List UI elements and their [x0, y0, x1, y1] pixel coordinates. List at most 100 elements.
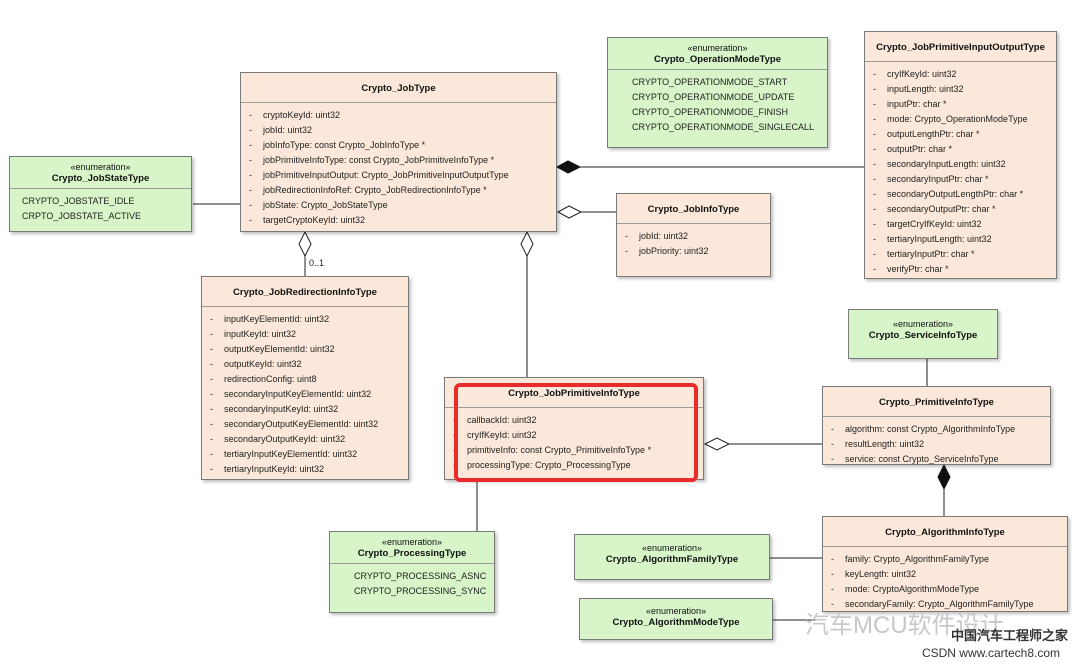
- class-title: Crypto_AlgorithmFamilyType: [605, 554, 739, 565]
- class-attributes: -inputKeyElementId: uint32 -inputKeyId: …: [202, 307, 408, 481]
- class-title: Crypto_JobPrimitiveInfoType: [508, 388, 640, 399]
- enum-job-state-type[interactable]: «enumeration» Crypto_JobStateType CRYPTO…: [9, 156, 192, 232]
- attribute-text: jobInfoType: const Crypto_JobInfoType *: [263, 140, 426, 150]
- attribute-row: -outputLengthPtr: char *: [873, 129, 980, 139]
- attribute-row: -algorithm: const Crypto_AlgorithmInfoTy…: [831, 424, 1016, 434]
- enum-literal: CRPTO_JOBSTATE_ACTIVE: [22, 211, 142, 221]
- attribute-text: jobPrimitiveInputOutput: Crypto_JobPrimi…: [263, 170, 509, 180]
- class-algorithm-info-type[interactable]: Crypto_AlgorithmInfoType -family: Crypto…: [822, 516, 1068, 612]
- attribute-row: -cryptoKeyId: uint32: [249, 110, 341, 120]
- attribute-text: secondaryOutputKeyElementId: uint32: [224, 419, 379, 429]
- attribute-row: -secondaryInputKeyElementId: uint32: [210, 389, 372, 399]
- attribute-row: -mode: Crypto_OperationModeType: [873, 114, 1028, 124]
- enum-processing-type[interactable]: «enumeration» Crypto_ProcessingType CRYP…: [329, 531, 495, 613]
- stereotype-label: «enumeration»: [892, 319, 954, 329]
- attribute-text: secondaryInputKeyElementId: uint32: [224, 389, 372, 399]
- attribute-row: -jobId: uint32: [625, 231, 689, 241]
- class-job-type[interactable]: Crypto_JobType -cryptoKeyId: uint32 -job…: [240, 72, 557, 232]
- attribute-text: service: const Crypto_ServiceInfoType: [845, 454, 999, 464]
- class-job-info-type[interactable]: Crypto_JobInfoType -jobId: uint32 -jobPr…: [616, 193, 771, 277]
- enum-literals: CRYPTO_OPERATIONMODE_START CRYPTO_OPERAT…: [608, 70, 827, 139]
- class-attributes: -cryIfKeyId: uint32 -inputLength: uint32…: [865, 62, 1056, 281]
- attribute-text: resultLength: uint32: [845, 439, 925, 449]
- attribute-text: mode: Crypto_OperationModeType: [887, 114, 1028, 124]
- class-title: Crypto_PrimitiveInfoType: [879, 397, 994, 408]
- attribute-text: secondaryOutputKeyId: uint32: [224, 434, 346, 444]
- class-job-primitive-input-output-type[interactable]: Crypto_JobPrimitiveInputOutputType -cryI…: [864, 31, 1057, 279]
- attribute-text: tertiaryInputKeyId: uint32: [224, 464, 325, 474]
- stereotype-label: «enumeration»: [381, 537, 443, 547]
- watermark-site-url: CSDN www.cartech8.com: [922, 646, 1060, 660]
- class-title: Crypto_ProcessingType: [357, 548, 467, 559]
- class-job-redirection-info-type[interactable]: Crypto_JobRedirectionInfoType -inputKeyE…: [201, 276, 409, 480]
- attribute-text: outputKeyId: uint32: [224, 359, 302, 369]
- enum-literal: CRYPTO_PROCESSING_ASNC: [354, 571, 487, 581]
- attribute-text: jobPrimitiveInfoType: const Crypto_JobPr…: [263, 155, 495, 165]
- aggregation-diamond-primitiveinfo: [520, 230, 534, 258]
- class-attributes: -cryptoKeyId: uint32 -jobId: uint32 -job…: [241, 103, 556, 232]
- stereotype-label: «enumeration»: [645, 606, 707, 616]
- class-attributes: -algorithm: const Crypto_AlgorithmInfoTy…: [823, 417, 1050, 471]
- enum-operation-mode-type[interactable]: «enumeration» Crypto_OperationModeType C…: [607, 37, 828, 148]
- stereotype-label: «enumeration»: [641, 543, 703, 553]
- class-title: Crypto_OperationModeType: [653, 54, 782, 65]
- watermark-site-cn: 中国汽车工程师之家: [950, 628, 1068, 643]
- enum-algorithm-mode-type[interactable]: «enumeration» Crypto_AlgorithmModeType: [579, 598, 773, 640]
- class-header: Crypto_PrimitiveInfoType: [823, 387, 1050, 417]
- attribute-text: redirectionConfig: uint8: [224, 374, 317, 384]
- class-header: «enumeration» Crypto_AlgorithmFamilyType: [575, 535, 769, 569]
- watermark-wechat: 汽车MCU软件设计: [805, 612, 1004, 639]
- attribute-row: -jobPriority: uint32: [625, 246, 709, 256]
- attribute-row: -outputKeyElementId: uint32: [210, 344, 335, 354]
- attribute-text: tertiaryInputKeyElementId: uint32: [224, 449, 358, 459]
- class-attributes: -jobId: uint32 -jobPriority: uint32: [617, 224, 770, 263]
- attribute-row: -secondaryFamily: Crypto_AlgorithmFamily…: [831, 599, 1034, 609]
- class-header: «enumeration» Crypto_JobStateType: [10, 157, 191, 189]
- class-job-primitive-info-type[interactable]: Crypto_JobPrimitiveInfoType -callbackId:…: [444, 377, 704, 480]
- watermark-url: www.cartech8.com: [959, 646, 1060, 660]
- class-title: Crypto_JobPrimitiveInputOutputType: [876, 42, 1045, 53]
- highlight-frame: [454, 383, 698, 482]
- attribute-row: -tertiaryInputPtr: char *: [873, 249, 975, 259]
- attribute-row: -secondaryOutputLengthPtr: char *: [873, 189, 1024, 199]
- attribute-text: keyLength: uint32: [845, 569, 917, 579]
- attribute-row: -secondaryOutputPtr: char *: [873, 204, 996, 214]
- attribute-text: jobId: uint32: [639, 231, 689, 241]
- enum-algorithm-family-type[interactable]: «enumeration» Crypto_AlgorithmFamilyType: [574, 534, 770, 580]
- stereotype-label: «enumeration»: [70, 162, 131, 172]
- attribute-text: tertiaryInputPtr: char *: [887, 249, 975, 259]
- attribute-text: tertiaryInputLength: uint32: [887, 234, 992, 244]
- attribute-text: verifyPtr: char *: [887, 264, 949, 274]
- class-header: Crypto_JobRedirectionInfoType: [202, 277, 408, 307]
- attribute-row: -mode: CryptoAlgorithmModeType: [831, 584, 980, 594]
- class-header: «enumeration» Crypto_OperationModeType: [608, 38, 827, 70]
- attribute-text: jobState: Crypto_JobStateType: [263, 200, 388, 210]
- attribute-row: -targetCryptoKeyId: uint32: [249, 215, 366, 225]
- attribute-text: targetCryIfKeyId: uint32: [887, 219, 982, 229]
- enum-literals: CRYPTO_JOBSTATE_IDLE CRPTO_JOBSTATE_ACTI…: [10, 189, 191, 228]
- class-header: «enumeration» Crypto_ProcessingType: [330, 532, 494, 564]
- attribute-row: -tertiaryInputKeyId: uint32: [210, 464, 325, 474]
- attribute-row: -outputKeyId: uint32: [210, 359, 302, 369]
- attribute-text: primitiveInfo: const Crypto_PrimitiveInf…: [467, 445, 652, 455]
- enum-service-info-type[interactable]: «enumeration» Crypto_ServiceInfoType: [848, 309, 998, 359]
- attribute-text: family: Crypto_AlgorithmFamilyType: [845, 554, 990, 564]
- aggregation-diamond-redirection: [298, 230, 312, 258]
- attribute-row: -secondaryInputLength: uint32: [873, 159, 1006, 169]
- class-primitive-info-type[interactable]: Crypto_PrimitiveInfoType -algorithm: con…: [822, 386, 1051, 465]
- attribute-row: -jobId: uint32: [249, 125, 313, 135]
- attribute-text: secondaryInputLength: uint32: [887, 159, 1006, 169]
- attribute-text: cryIfKeyId: uint32: [467, 430, 537, 440]
- enum-literal: CRYPTO_JOBSTATE_IDLE: [22, 196, 135, 206]
- attribute-row: -inputLength: uint32: [873, 84, 964, 94]
- class-header: Crypto_JobType: [241, 73, 556, 103]
- aggregation-diamond-jobinfo: [556, 205, 583, 219]
- attribute-row: -secondaryInputKeyId: uint32: [210, 404, 339, 414]
- attribute-row: -redirectionConfig: uint8: [210, 374, 317, 384]
- attribute-row: -jobRedirectionInfoRef: Crypto_JobRedire…: [249, 185, 487, 195]
- aggregation-diamond-primitive: [703, 437, 731, 451]
- attribute-row: -jobPrimitiveInfoType: const Crypto_JobP…: [249, 155, 495, 165]
- class-header: «enumeration» Crypto_AlgorithmModeType: [580, 599, 772, 632]
- attribute-text: inputPtr: char *: [887, 99, 947, 109]
